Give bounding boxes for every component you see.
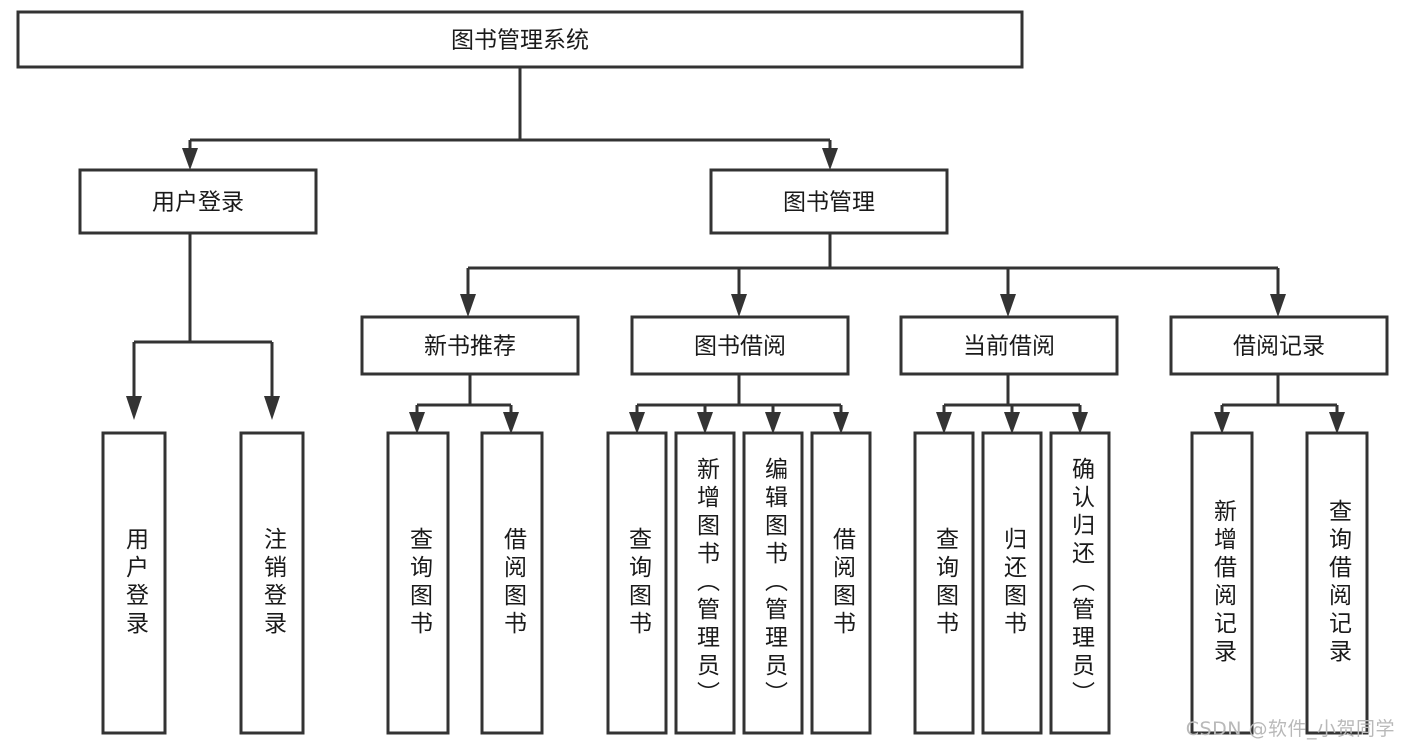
arrow-head-leaf-logout [264,396,280,420]
leaf-borrowrecords-add-record-label: 新增借阅记录 [1209,499,1236,667]
arrow-head-currentborrow-leaf-2 [1004,412,1020,434]
leaf-node-newbook-borrow-book[interactable]: 借阅图书 [480,431,544,735]
node-user-login[interactable]: 用户登录 [78,168,318,235]
connector-group-bookmanage-to-level3 [460,233,1286,317]
node-current-borrow-label: 当前借阅 [963,334,1055,360]
leaf-node-newbook-query-book[interactable]: 查询图书 [386,431,450,735]
node-borrow-records-label: 借阅记录 [1233,334,1325,360]
arrow-head-current-borrow [1000,294,1016,317]
arrow-head-currentborrow-leaf-3 [1072,412,1088,434]
leaf-bookborrow-borrow-book-label: 借阅图书 [828,527,855,639]
leaf-borrowrecords-query-record-label: 查询借阅记录 [1324,499,1351,667]
leaf-node-currentborrow-confirm-return[interactable]: 确认归还（管理员） [1049,431,1111,735]
leaf-currentborrow-return-book-label: 归还图书 [999,527,1026,639]
leaf-currentborrow-query-book-label: 查询图书 [931,527,958,639]
connector-group-newbook-to-leaves [409,374,519,434]
node-borrow-records-box[interactable] [1169,315,1389,376]
leaf-user-login-login-label: 用户登录 [121,527,148,639]
arrow-head-currentborrow-leaf-1 [936,412,952,434]
leaf-borrowrecords-query-record-box[interactable] [1305,431,1369,735]
node-new-book-recommend[interactable]: 新书推荐 [360,315,580,376]
leaf-user-login-logout-label: 注销登录 [259,527,286,639]
arrow-head-bookborrow-leaf-4 [833,412,849,434]
node-book-borrow-label: 图书借阅 [694,334,786,360]
node-user-login-label: 用户登录 [152,190,244,216]
node-current-borrow[interactable]: 当前借阅 [899,315,1119,376]
node-root-label: 图书管理系统 [451,28,589,54]
arrow-head-bookborrow-leaf-2 [697,412,713,434]
leaf-bookborrow-add-book-box[interactable] [674,431,736,735]
arrow-head-borrowrecords-leaf-1 [1214,412,1230,434]
leaf-bookborrow-borrow-book-box[interactable] [810,431,872,735]
node-new-book-recommend-label: 新书推荐 [424,334,516,360]
arrow-head-borrow-records [1270,294,1286,317]
arrow-head-newbook-leaf-1 [409,412,425,434]
node-user-login-box[interactable] [78,168,318,235]
arrow-head-newbook-leaf-2 [503,412,519,434]
leaf-newbook-borrow-book-label: 借阅图书 [499,527,526,639]
node-book-management[interactable]: 图书管理 [709,168,949,235]
leaf-user-login-logout-box[interactable] [239,431,305,735]
leaf-newbook-query-book-box[interactable] [386,431,450,735]
connector-group-currentborrow-to-leaves [936,374,1088,434]
leaf-node-bookborrow-add-book[interactable]: 新增图书（管理员） [674,431,736,735]
arrow-head-borrowrecords-leaf-2 [1329,412,1345,434]
leaf-node-user-login-logout[interactable]: 注销登录 [239,431,305,735]
leaf-currentborrow-return-book-box[interactable] [981,431,1043,735]
node-borrow-records[interactable]: 借阅记录 [1169,315,1389,376]
arrow-head-leaf-user-login [126,396,142,420]
leaf-node-bookborrow-query-book[interactable]: 查询图书 [606,431,668,735]
node-root-book-management-system[interactable]: 图书管理系统 [16,10,1024,69]
leaf-node-bookborrow-edit-book[interactable]: 编辑图书（管理员） [742,431,804,735]
leaf-currentborrow-confirm-return-box[interactable] [1049,431,1111,735]
connector-group-bookborrow-to-leaves [629,374,849,434]
leaf-node-user-login-login[interactable]: 用户登录 [101,431,167,735]
leaf-node-borrowrecords-query-record[interactable]: 查询借阅记录 [1305,431,1369,735]
leaf-newbook-borrow-book-box[interactable] [480,431,544,735]
node-book-management-label: 图书管理 [783,190,875,216]
node-current-borrow-box[interactable] [899,315,1119,376]
arrow-head-book-borrow [731,294,747,317]
arrow-head-user-login [182,148,198,170]
leaf-node-currentborrow-return-book[interactable]: 归还图书 [981,431,1043,735]
node-book-borrow-box[interactable] [630,315,850,376]
leaf-currentborrow-confirm-return-label: 确认归还（管理员） [1067,457,1094,709]
arrow-head-book-manage [822,148,838,170]
connector-group-root-to-level2 [182,67,838,170]
arrow-head-bookborrow-leaf-1 [629,412,645,434]
leaf-borrowrecords-add-record-box[interactable] [1190,431,1254,735]
leaf-user-login-login-box[interactable] [101,431,167,735]
leaf-currentborrow-query-book-box[interactable] [913,431,975,735]
node-root-box[interactable] [16,10,1024,69]
node-book-management-box[interactable] [709,168,949,235]
leaf-bookborrow-query-book-label: 查询图书 [624,527,651,639]
arrow-head-new-book [460,294,476,317]
leaf-bookborrow-edit-book-label: 编辑图书（管理员） [760,457,787,709]
leaf-newbook-query-book-label: 查询图书 [405,527,432,639]
leaf-node-currentborrow-query-book[interactable]: 查询图书 [913,431,975,735]
connector-group-borrowrecords-to-leaves [1214,374,1345,434]
leaf-bookborrow-edit-book-box[interactable] [742,431,804,735]
connector-group-userlogin-to-leaves [126,233,280,420]
leaf-node-bookborrow-borrow-book[interactable]: 借阅图书 [810,431,872,735]
leaf-bookborrow-add-book-label: 新增图书（管理员） [692,457,719,709]
node-new-book-recommend-box[interactable] [360,315,580,376]
leaf-bookborrow-query-book-box[interactable] [606,431,668,735]
node-book-borrow[interactable]: 图书借阅 [630,315,850,376]
leaf-node-borrowrecords-add-record[interactable]: 新增借阅记录 [1190,431,1254,735]
arrow-head-bookborrow-leaf-3 [765,412,781,434]
